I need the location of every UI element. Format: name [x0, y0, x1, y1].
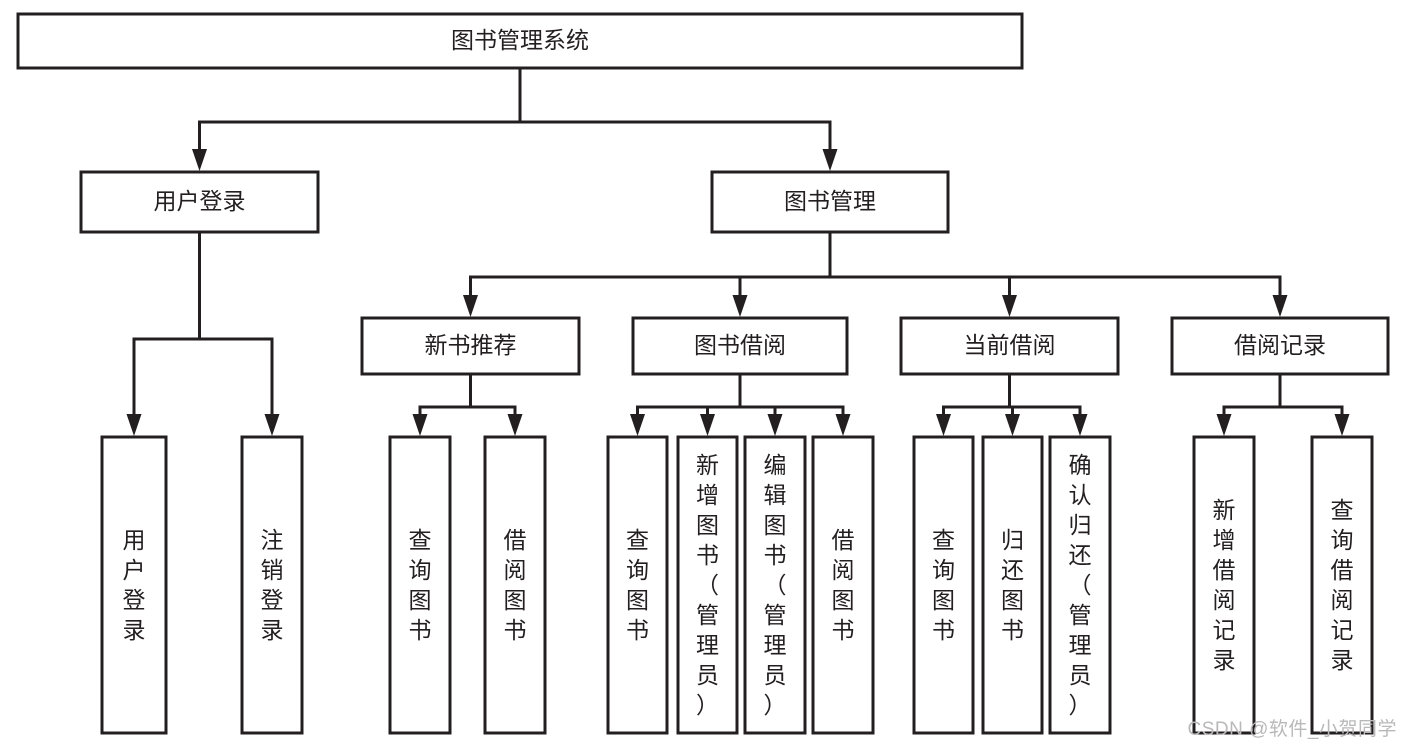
- node-label-leaf-query-book-2: 查询图书: [626, 527, 649, 643]
- arrow-head-icon: [630, 414, 645, 436]
- arrow-head-icon: [1272, 295, 1288, 317]
- node-leaf-query-book-3[interactable]: 查询图书: [912, 435, 975, 735]
- node-label-leaf-add-book: 新增图书（管理员）: [696, 452, 719, 718]
- edge-group-current-borrow: [936, 372, 1088, 436]
- node-label-current-borrow: 当前借阅: [964, 332, 1056, 358]
- node-box-leaf-logout[interactable]: [240, 435, 304, 735]
- node-box-borrow-record[interactable]: [1170, 316, 1390, 376]
- node-book-manage[interactable]: 图书管理: [710, 170, 950, 234]
- node-box-book-manage[interactable]: [710, 170, 950, 234]
- node-box-leaf-query-book-1[interactable]: [388, 435, 452, 735]
- node-label-leaf-query-record: 查询借阅记录: [1331, 497, 1354, 673]
- arrow-head-icon: [412, 414, 428, 436]
- node-box-leaf-add-book[interactable]: [676, 435, 739, 735]
- node-label-leaf-borrow-book-1: 借阅图书: [504, 527, 527, 643]
- arrow-head-icon: [732, 295, 748, 317]
- node-label-borrow-record: 借阅记录: [1234, 332, 1326, 358]
- arrow-head-icon: [822, 149, 838, 171]
- node-leaf-borrow-book-1[interactable]: 借阅图书: [483, 435, 547, 735]
- node-leaf-add-book[interactable]: 新增图书（管理员）: [676, 435, 739, 735]
- edge-group-new-book-rec: [412, 372, 523, 436]
- node-layer: 图书管理系统用户登录图书管理新书推荐图书借阅当前借阅借阅记录用户登录注销登录查询…: [16, 12, 1390, 735]
- node-box-leaf-borrow-book-2[interactable]: [811, 435, 875, 735]
- arrow-head-icon: [1005, 414, 1020, 436]
- node-box-leaf-add-record[interactable]: [1192, 435, 1256, 735]
- node-box-leaf-query-record[interactable]: [1310, 435, 1374, 735]
- node-leaf-borrow-book-2[interactable]: 借阅图书: [811, 435, 875, 735]
- node-label-book-manage: 图书管理: [784, 188, 876, 214]
- node-leaf-edit-book[interactable]: 编辑图书（管理员）: [743, 435, 807, 735]
- node-leaf-query-book-2[interactable]: 查询图书: [606, 435, 669, 735]
- node-label-user-login: 用户登录: [154, 188, 246, 214]
- node-label-leaf-query-book-1: 查询图书: [409, 527, 432, 643]
- arrow-head-icon: [767, 414, 783, 436]
- edge-group-root: [192, 66, 838, 171]
- node-new-book-rec[interactable]: 新书推荐: [360, 316, 581, 376]
- arrow-head-icon: [1216, 414, 1232, 436]
- arrow-head-icon: [192, 149, 207, 171]
- node-root[interactable]: 图书管理系统: [16, 12, 1024, 70]
- node-label-leaf-return-book: 归还图书: [1001, 527, 1024, 643]
- node-box-leaf-edit-book[interactable]: [743, 435, 807, 735]
- arrow-head-icon: [126, 414, 142, 436]
- node-book-borrow[interactable]: 图书借阅: [631, 316, 849, 376]
- node-label-leaf-query-book-3: 查询图书: [932, 527, 955, 643]
- node-box-leaf-user-login[interactable]: [100, 435, 168, 735]
- edge-group-book-borrow: [630, 372, 851, 436]
- node-leaf-user-login[interactable]: 用户登录: [100, 435, 168, 735]
- node-box-book-borrow[interactable]: [631, 316, 849, 376]
- node-box-leaf-borrow-book-1[interactable]: [483, 435, 547, 735]
- arrow-head-icon: [700, 414, 715, 436]
- node-leaf-query-book-1[interactable]: 查询图书: [388, 435, 452, 735]
- arrow-head-icon: [1334, 414, 1350, 436]
- node-label-leaf-edit-book: 编辑图书（管理员）: [764, 452, 787, 718]
- node-label-root: 图书管理系统: [451, 27, 589, 53]
- node-leaf-logout[interactable]: 注销登录: [240, 435, 304, 735]
- node-label-leaf-add-record: 新增借阅记录: [1213, 497, 1236, 673]
- arrow-head-icon: [1072, 414, 1088, 436]
- node-label-leaf-logout: 注销登录: [261, 527, 284, 643]
- node-label-book-borrow: 图书借阅: [694, 332, 786, 358]
- edge-group-borrow-record: [1216, 372, 1350, 436]
- node-box-leaf-query-book-2[interactable]: [606, 435, 669, 735]
- node-label-leaf-borrow-book-2: 借阅图书: [832, 527, 855, 643]
- node-box-leaf-return-book[interactable]: [981, 435, 1044, 735]
- node-box-new-book-rec[interactable]: [360, 316, 581, 376]
- node-label-leaf-user-login: 用户登录: [123, 527, 146, 643]
- arrow-head-icon: [936, 414, 951, 436]
- arrow-head-icon: [1002, 295, 1017, 317]
- node-leaf-confirm-return[interactable]: 确认归还（管理员）: [1048, 435, 1112, 735]
- node-label-leaf-confirm-return: 确认归还（管理员）: [1069, 452, 1092, 718]
- node-leaf-return-book[interactable]: 归还图书: [981, 435, 1044, 735]
- arrow-head-icon: [264, 414, 280, 436]
- arrow-head-icon: [507, 414, 523, 436]
- node-box-user-login[interactable]: [79, 170, 320, 234]
- arrow-head-icon: [835, 414, 851, 436]
- arrow-head-icon: [463, 295, 478, 317]
- node-box-leaf-confirm-return[interactable]: [1048, 435, 1112, 735]
- edge-group-user-login: [126, 230, 280, 436]
- connector-layer: [126, 66, 1350, 436]
- node-leaf-add-record[interactable]: 新增借阅记录: [1192, 435, 1256, 735]
- node-box-leaf-query-book-3[interactable]: [912, 435, 975, 735]
- node-borrow-record[interactable]: 借阅记录: [1170, 316, 1390, 376]
- node-leaf-query-record[interactable]: 查询借阅记录: [1310, 435, 1374, 735]
- node-box-current-borrow[interactable]: [899, 316, 1120, 376]
- node-label-new-book-rec: 新书推荐: [425, 332, 517, 358]
- node-current-borrow[interactable]: 当前借阅: [899, 316, 1120, 376]
- edge-group-book-manage: [463, 230, 1288, 317]
- node-box-root[interactable]: [16, 12, 1024, 70]
- node-user-login[interactable]: 用户登录: [79, 170, 320, 234]
